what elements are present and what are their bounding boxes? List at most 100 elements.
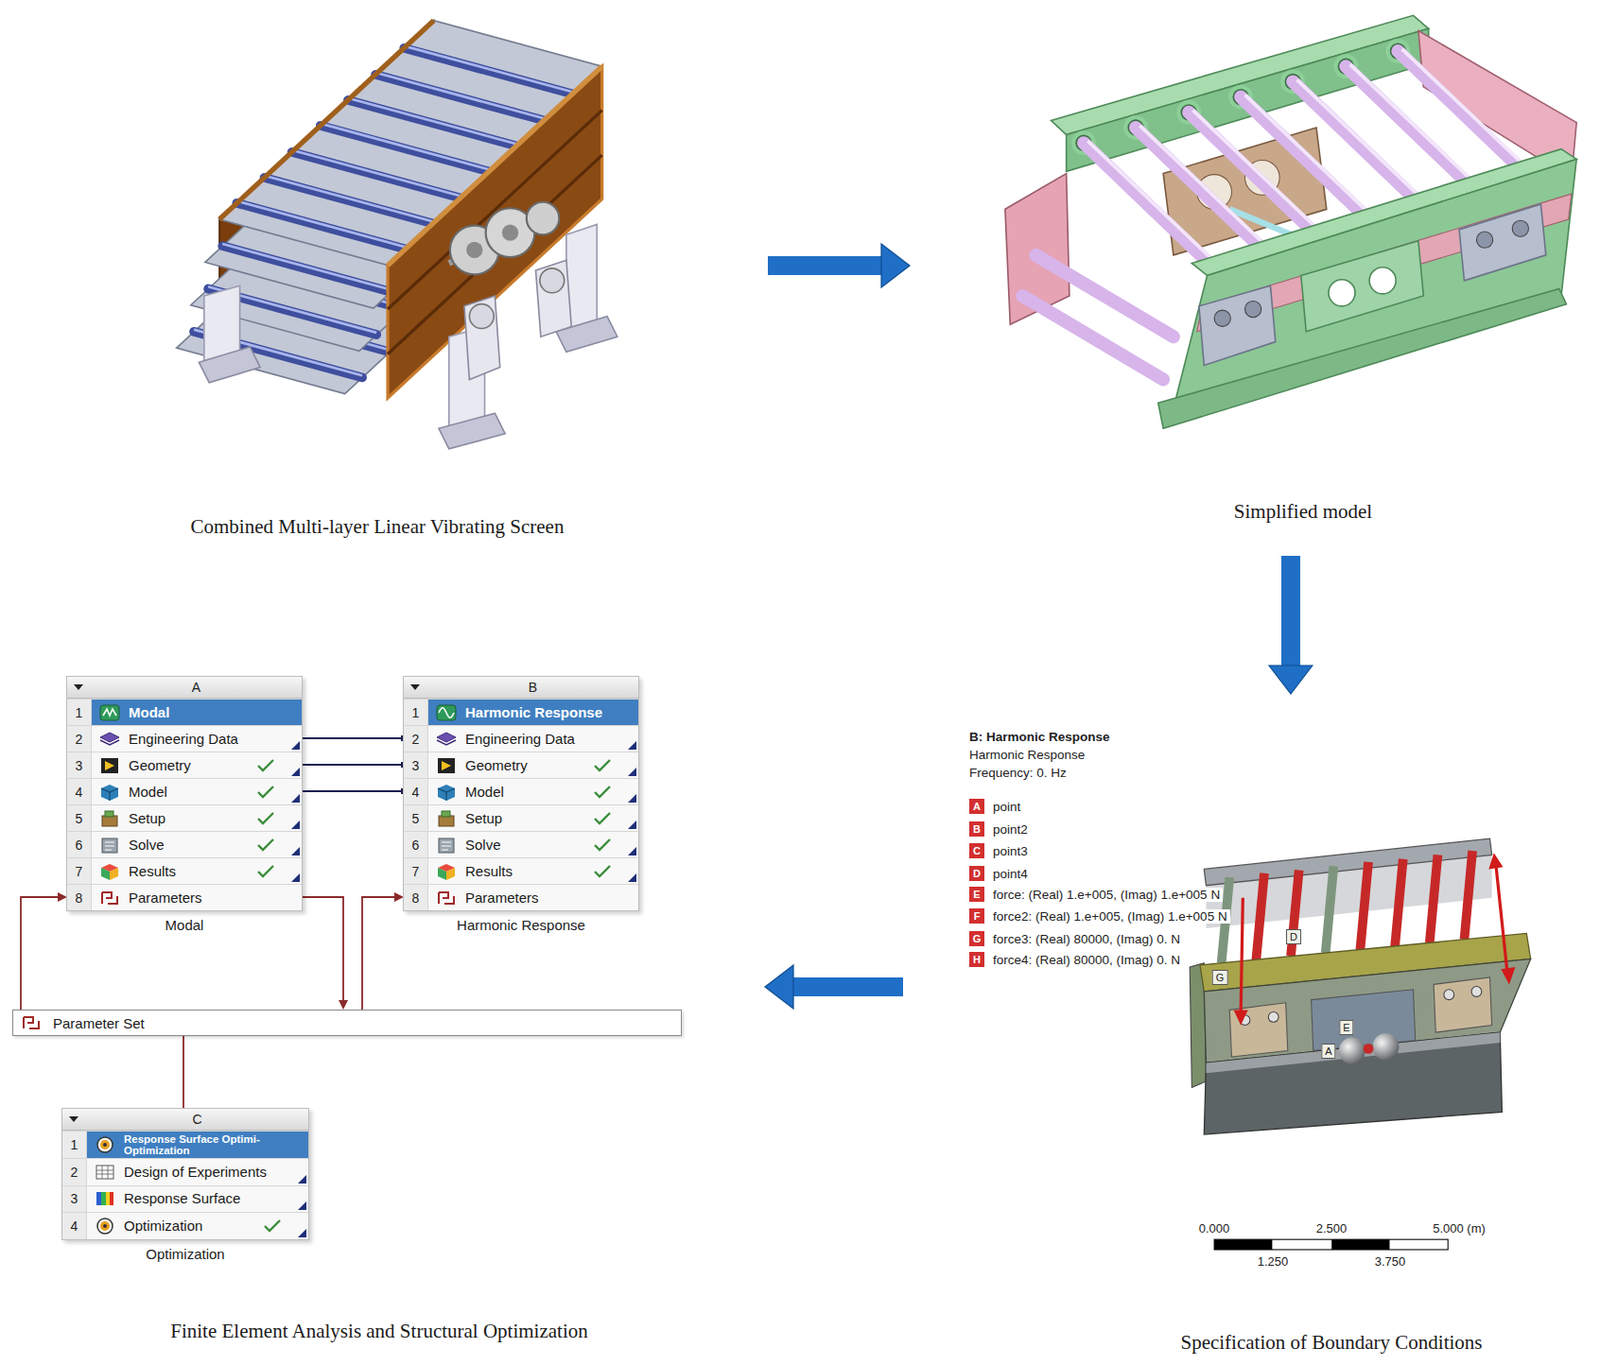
- vibrating-screen-illustration: [469, 304, 494, 330]
- scale-bar: [1331, 1239, 1391, 1251]
- simplified-model-illustration: [1328, 279, 1356, 307]
- status-check: [258, 839, 274, 851]
- cell-corner-mark: [291, 741, 300, 750]
- marker-letter: B: [973, 822, 981, 836]
- icon-shape: [101, 868, 110, 881]
- boundary-model-illustration: [1189, 838, 1531, 1135]
- scale-bar: [1272, 1239, 1333, 1251]
- icon-shape: [100, 1221, 110, 1232]
- icon-shape: [103, 1143, 107, 1148]
- row-number: 8: [403, 885, 429, 911]
- icon-shape: [436, 732, 456, 743]
- simplified-model-illustration: [1083, 142, 1212, 265]
- cell-corner-mark: [291, 873, 300, 883]
- row-number: 5: [67, 805, 92, 832]
- scale-bar: [1214, 1239, 1448, 1251]
- system-header: A: [67, 677, 302, 699]
- workbench-cell: 4Model: [403, 778, 639, 805]
- boundary-model-illustration: [1463, 851, 1473, 940]
- scale-bar: [1214, 1239, 1448, 1251]
- simplified-model-illustration: [1301, 241, 1424, 332]
- workbench-system: AModal1Modal2Engineering Data3Geometry4M…: [66, 676, 303, 912]
- icon-shape: [438, 707, 454, 718]
- simplified-model-illustration: [1369, 267, 1396, 295]
- boundary-model-illustration: [1203, 838, 1492, 887]
- marker-letter: G: [973, 932, 982, 946]
- workbench-cell: 8Parameters: [67, 884, 302, 911]
- simplified-model-illustration: [1244, 94, 1372, 215]
- data-link: [301, 764, 404, 766]
- icon-shape: [441, 761, 452, 771]
- simplified-model-illustration: [1022, 295, 1164, 380]
- row-number: 6: [403, 832, 429, 858]
- legend-text: force: (Real) 1.e+005, (Imag) 1.e+005 N: [990, 887, 1223, 903]
- parameter-link: [20, 897, 58, 1010]
- icon-shape: [438, 892, 454, 905]
- status-check: [594, 839, 610, 851]
- legend-text: point: [990, 800, 1024, 815]
- icon-shape: [438, 816, 454, 827]
- cell-corner-mark: [627, 794, 637, 803]
- cell-name: Response Surface: [123, 1188, 297, 1210]
- cell-corner-mark: [291, 767, 300, 777]
- scale-value: 1.250: [1257, 1254, 1289, 1270]
- legend-row: force3: (Real) 80000, (Imag) 0. N: [969, 930, 1183, 948]
- icon-shape: [437, 868, 447, 881]
- cell-name: Engineering Data: [128, 729, 291, 750]
- status-check: [592, 784, 612, 800]
- status-check: [592, 837, 612, 853]
- panel-note: Harmonic Response: [969, 747, 1085, 765]
- dropdown-arrow: [403, 677, 428, 698]
- simplified-model-illustration: [1292, 81, 1421, 204]
- simplified-model-illustration: [1199, 285, 1276, 366]
- marker-letter: F: [973, 909, 981, 923]
- component-icon: [435, 862, 459, 882]
- cell-corner-mark: [291, 741, 300, 750]
- component-icon: [94, 1163, 118, 1183]
- panel-note: Frequency: 0. Hz: [969, 765, 1067, 783]
- boundary-model-illustration: [1234, 1009, 1249, 1026]
- status-check: [264, 1220, 280, 1232]
- workbench-cell: 2Engineering Data: [403, 725, 639, 752]
- system-letter: A: [90, 679, 302, 696]
- boundary-model-illustration: [1429, 854, 1439, 943]
- cell-corner-mark: [291, 794, 300, 803]
- row-number: 1: [62, 1131, 87, 1159]
- status-check: [256, 864, 276, 880]
- simplified-model-illustration: [1135, 127, 1264, 250]
- status-check: [258, 813, 274, 824]
- component-icon: [94, 1217, 118, 1236]
- icon-shape: [100, 740, 120, 746]
- icon-shape: [101, 784, 119, 801]
- row-number: 2: [62, 1159, 87, 1186]
- row-number: 4: [67, 779, 92, 805]
- icon-shape: [101, 788, 119, 801]
- row-number: 2: [403, 726, 429, 752]
- workbench-cell: 2Design of Experiments: [62, 1158, 309, 1186]
- dropdown-arrow: [73, 684, 84, 691]
- icon-shape: [102, 816, 118, 827]
- workbench-cell: 1Modal: [67, 698, 302, 726]
- panel-note: B: Harmonic Response: [969, 730, 1111, 747]
- status-check: [258, 866, 274, 877]
- model-tag: D: [1286, 929, 1302, 945]
- workbench-cell: 3Response Surface: [62, 1185, 309, 1214]
- legend-text: point3: [990, 844, 1031, 859]
- row-number: 2: [67, 726, 92, 752]
- scale-bar: [1390, 1239, 1449, 1251]
- data-link: [301, 790, 404, 793]
- cell-name: Harmonic Response: [465, 702, 627, 724]
- status-check: [256, 784, 276, 800]
- system-caption: Modal: [67, 917, 302, 934]
- icon-shape: [104, 842, 115, 851]
- simplified-model-illustration: [1397, 51, 1526, 174]
- vibrating-screen-illustration: [438, 413, 505, 450]
- simplified-model-illustration: [1402, 49, 1530, 170]
- icon-shape: [97, 1137, 113, 1153]
- workbench-cell: 5Setup: [67, 804, 302, 832]
- simplified-model-illustration: [1035, 255, 1174, 337]
- icon-shape: [103, 709, 117, 716]
- scale-value: 0.000: [1199, 1221, 1231, 1237]
- status-check: [256, 837, 276, 853]
- dropdown-arrow: [410, 684, 420, 691]
